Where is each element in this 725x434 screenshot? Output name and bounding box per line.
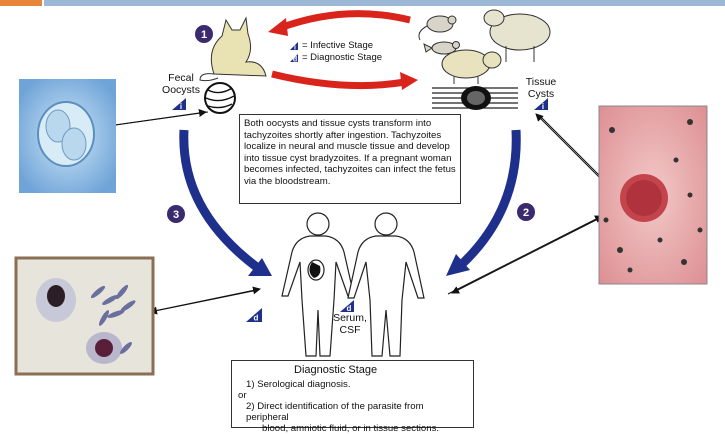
serum-diagnostic-icon xyxy=(340,300,354,312)
diagnostic-or: or xyxy=(238,390,247,401)
tissue-cyst-infective-letter: i xyxy=(542,102,544,111)
pig-icon xyxy=(441,49,502,86)
tissue-cyst-infective-icon xyxy=(534,98,548,110)
diagnostic-method-2-cont: blood, amniotic fluid, or in tissue sect… xyxy=(262,423,440,434)
tissue-cysts-line1: Tissue xyxy=(525,76,557,88)
bird-icon xyxy=(423,41,460,55)
tachyzoites-micrograph xyxy=(14,256,155,376)
tissue-cysts-label: Tissue Cysts xyxy=(518,76,564,100)
serum-csf-line1: Serum, xyxy=(333,312,367,324)
red-arrow-bottom xyxy=(271,70,406,90)
header-accent-blue xyxy=(44,0,725,6)
sheep-icon xyxy=(483,9,551,62)
legend-infective-label: = Infective Stage xyxy=(302,40,374,51)
header-accent-orange xyxy=(0,0,42,6)
legend-infective-letter: i xyxy=(294,45,296,52)
legend-diagnostic-label: = Diagnostic Stage xyxy=(302,52,383,63)
blue-arrow-right xyxy=(456,129,521,270)
diagnostic-stage-title: Diagnostic Stage xyxy=(294,364,378,376)
stage-badge-3 xyxy=(167,205,185,223)
tissue-cyst-micrograph xyxy=(598,105,708,285)
infective-stage-legend-icon xyxy=(290,42,298,50)
cat-icon xyxy=(199,16,267,82)
diagnostic-stage-box: Diagnostic Stage 1) Serological diagnosi… xyxy=(231,360,474,434)
stage-number-3: 3 xyxy=(173,209,179,221)
red-arrow-top xyxy=(278,10,411,32)
mouse-icon xyxy=(418,15,457,41)
serum-csf-line2: CSF xyxy=(339,324,361,336)
fecal-oocysts-line1: Fecal xyxy=(168,72,194,84)
blue-arrow-left xyxy=(179,129,261,272)
tissue-cyst-drawing-icon xyxy=(432,84,518,112)
diagnostic-stage-legend-icon xyxy=(290,54,298,62)
legend-diagnostic-letter: d xyxy=(293,57,297,64)
serum-csf-label: Serum, CSF xyxy=(328,312,372,336)
diagnostic-method-2: 2) Direct identification of the parasite… xyxy=(246,401,424,423)
transformation-description: Both oocysts and tissue cysts transform … xyxy=(239,114,461,204)
stage-number-1: 1 xyxy=(201,29,207,41)
fetus-diagnostic-letter: d xyxy=(254,314,259,323)
oocyst-infective-icon xyxy=(172,98,186,110)
fetus-diagnostic-icon xyxy=(246,308,262,322)
human-female-icon xyxy=(281,212,355,357)
stage-badge-1 xyxy=(195,25,213,43)
stage-badge-2 xyxy=(517,203,535,221)
fecal-oocysts-label: Fecal Oocysts xyxy=(158,72,204,96)
human-male-icon xyxy=(347,212,425,357)
serum-diagnostic-letter: d xyxy=(347,304,352,313)
tissue-cysts-line2: Cysts xyxy=(527,88,555,100)
oocyst-drawing-icon xyxy=(204,82,236,114)
oocyst-micrograph xyxy=(19,79,116,193)
stage-number-2: 2 xyxy=(523,207,529,219)
oocyst-infective-letter: i xyxy=(180,102,182,111)
fetus-icon xyxy=(309,262,321,278)
diagnostic-method-1: 1) Serological diagnosis. xyxy=(246,379,351,390)
fecal-oocysts-line2: Oocysts xyxy=(162,84,200,96)
